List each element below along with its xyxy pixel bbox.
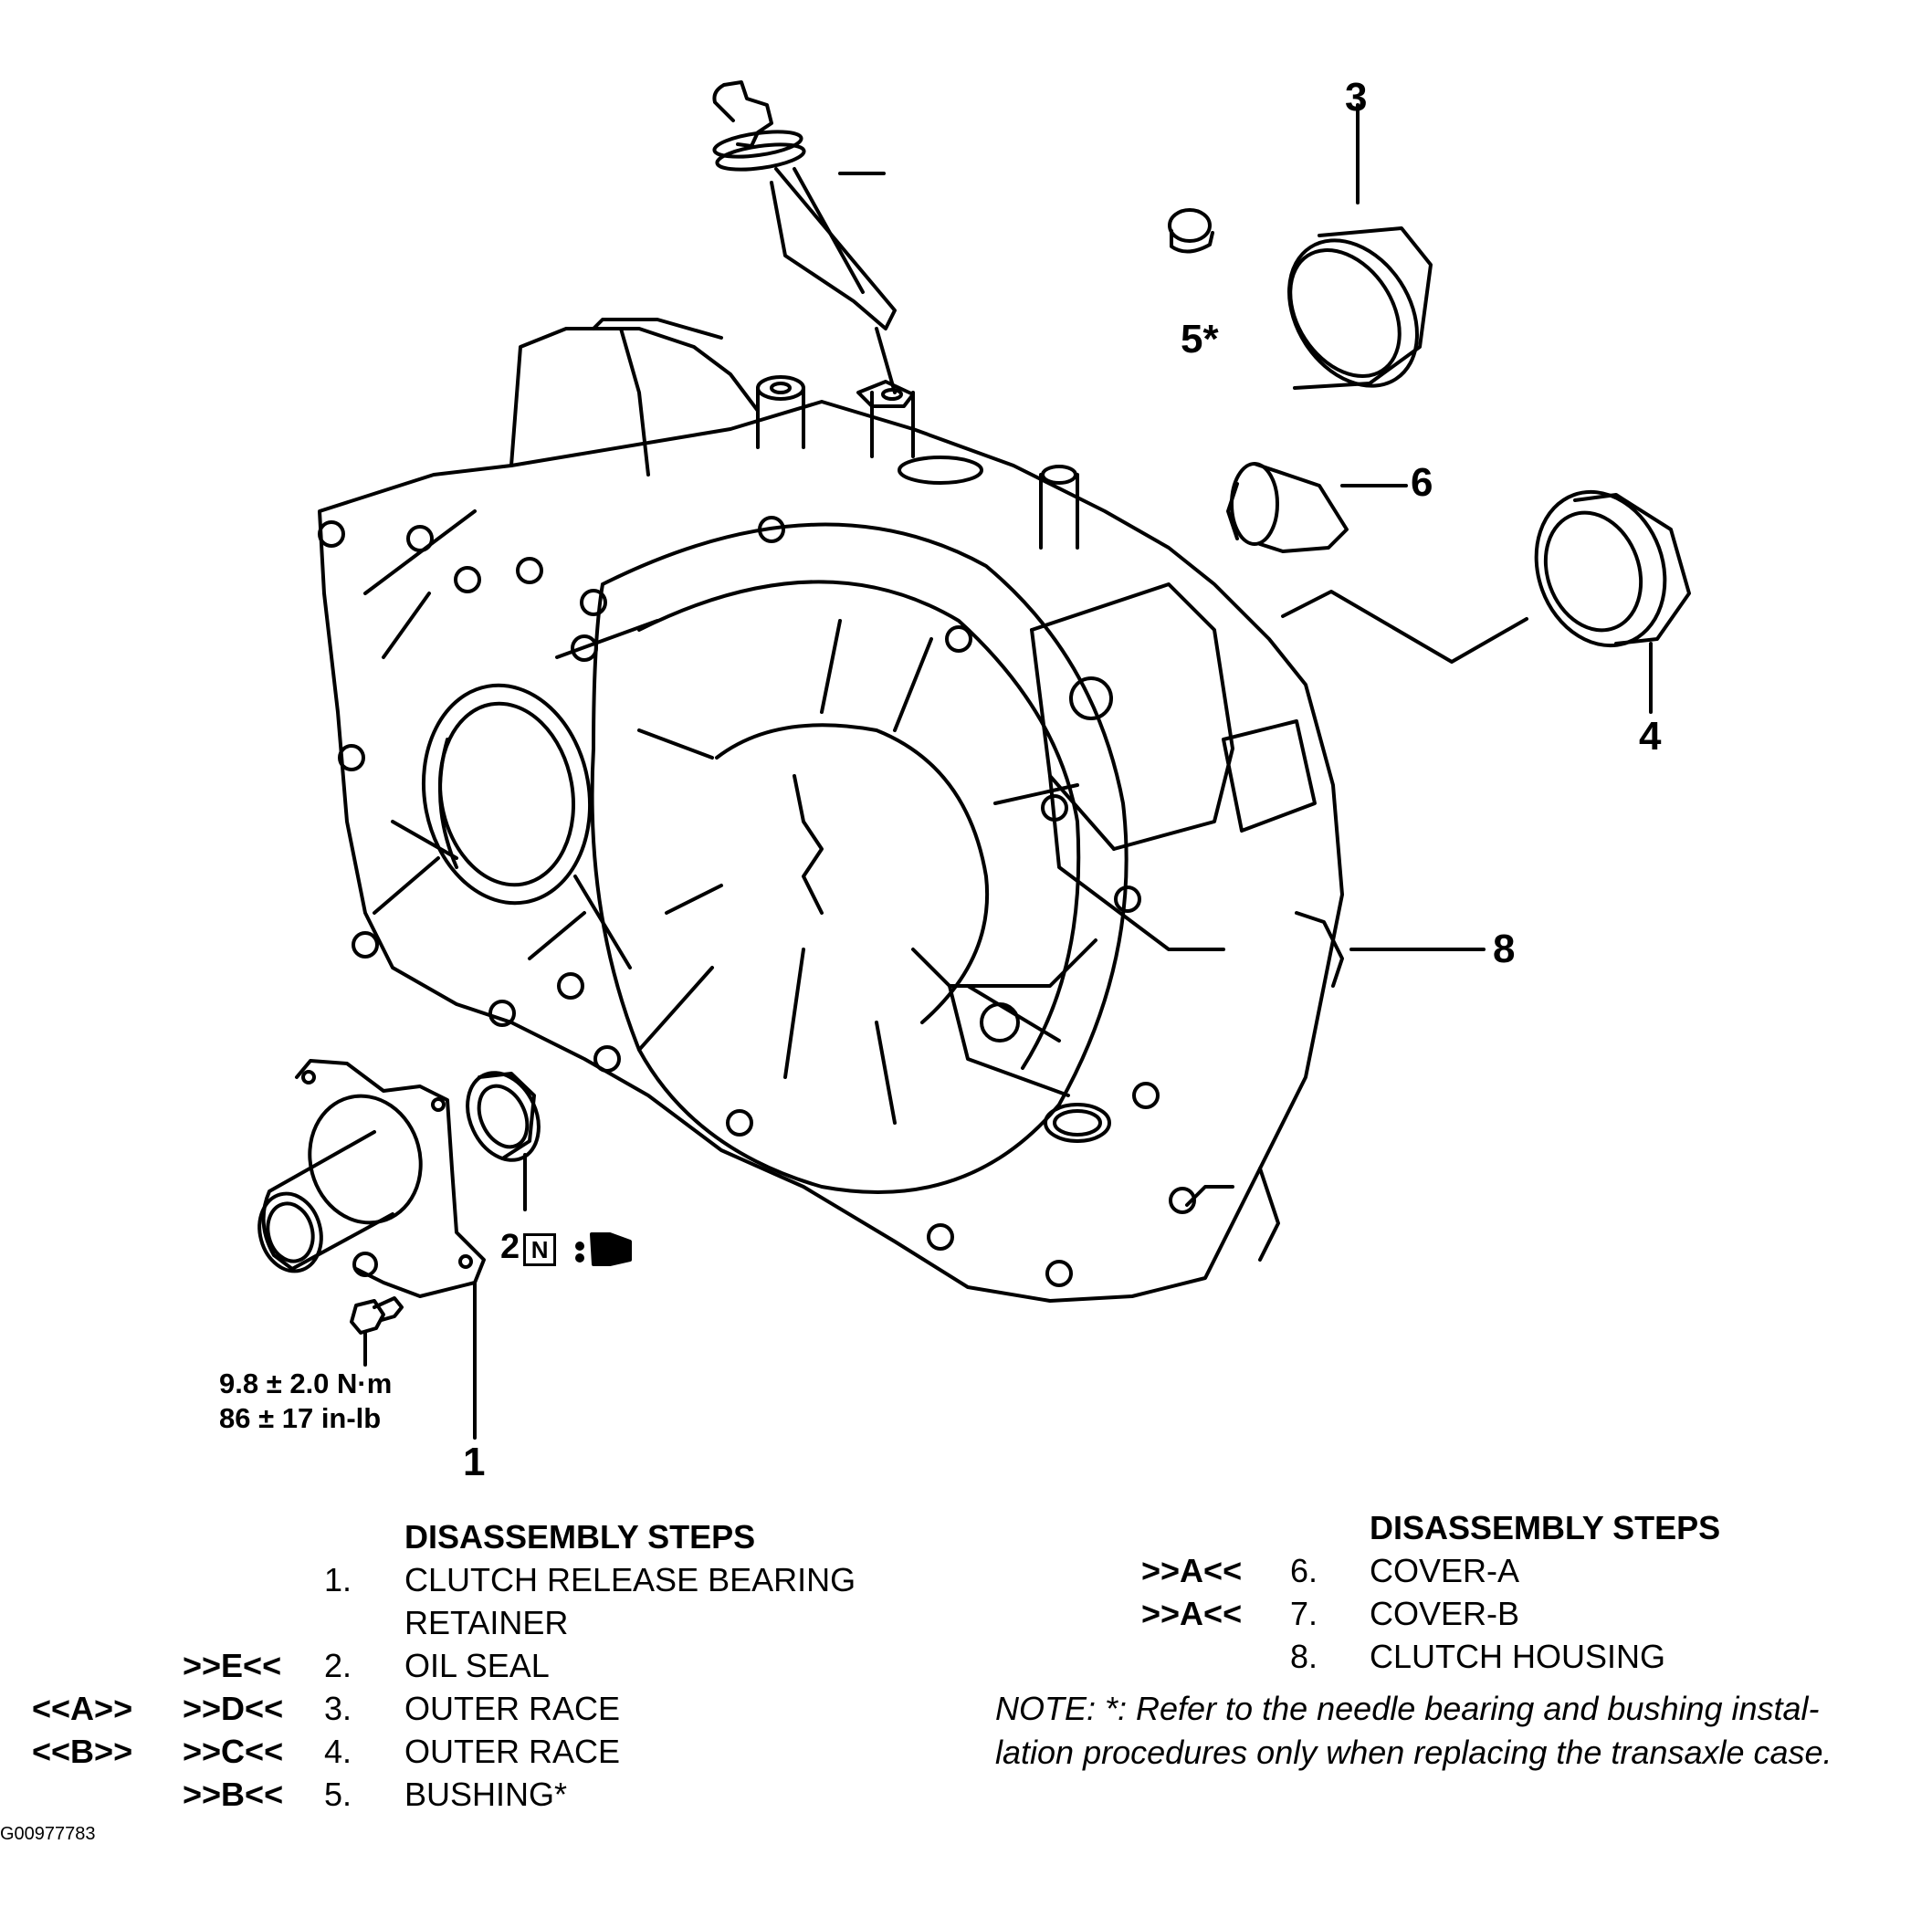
bearing-retainer <box>257 1059 486 1440</box>
callout-3: 3 <box>1345 75 1368 120</box>
note: NOTE: *: Refer to the needle bearing and… <box>995 1687 1832 1775</box>
torque-nm: 9.8 ± 2.0 N·m <box>219 1367 393 1399</box>
step-text: OUTER RACE <box>404 1733 621 1770</box>
step-row: >>E<< 2. OIL SEAL <box>0 1644 959 1687</box>
step-number: 1. <box>324 1561 352 1598</box>
step-text: OIL SEAL <box>404 1647 550 1684</box>
step-row: RETAINER <box>0 1601 959 1644</box>
step-number: 7. <box>1290 1595 1318 1632</box>
step-number: 5. <box>324 1776 352 1813</box>
step-code: >>C<< <box>183 1733 284 1770</box>
step-code: >>A<< <box>1141 1552 1243 1589</box>
oil-seal <box>466 1071 541 1211</box>
step-number: 2. <box>324 1647 352 1684</box>
left-steps-header: DISASSEMBLY STEPS <box>0 1515 959 1558</box>
right-steps: DISASSEMBLY STEPS >>A<< 6. COVER-A >>A<<… <box>1141 1506 1917 1678</box>
step-number: 4. <box>324 1733 352 1770</box>
step-text: OUTER RACE <box>404 1690 621 1727</box>
cover-a <box>1226 462 1408 553</box>
step-row: 8. CLUTCH HOUSING <box>1141 1635 1917 1678</box>
step-number: 6. <box>1290 1552 1318 1589</box>
step-code: >>D<< <box>183 1690 284 1727</box>
note-line-2: lation procedures only when replacing th… <box>995 1734 1832 1771</box>
step-code: >>A<< <box>1141 1595 1243 1632</box>
step-text: COVER-A <box>1370 1552 1520 1589</box>
grease-tube-icon <box>575 1232 632 1266</box>
bolt <box>350 1296 404 1367</box>
step-code: >>E<< <box>183 1647 282 1684</box>
right-steps-title: DISASSEMBLY STEPS <box>1370 1509 1721 1546</box>
breather-tube <box>712 80 897 394</box>
torque-spec: 9.8 ± 2.0 N·m 86 ± 17 in-lb <box>219 1367 392 1436</box>
torque-inlb: 86 ± 17 in-lb <box>219 1402 382 1434</box>
outer-race-3 <box>1287 103 1433 390</box>
step-row: 1. CLUTCH RELEASE BEARING <box>0 1558 959 1601</box>
outer-race-4 <box>1534 489 1691 714</box>
left-steps: DISASSEMBLY STEPS 1. CLUTCH RELEASE BEAR… <box>0 1515 959 1816</box>
step-code: >>B<< <box>183 1776 284 1813</box>
step-row: >>A<< 7. COVER-B <box>1141 1592 1917 1635</box>
callout-8: 8 <box>1493 927 1516 971</box>
step-row: <<A>> >>D<< 3. OUTER RACE <box>0 1687 959 1730</box>
step-left-code: <<A>> <box>32 1690 133 1727</box>
step-text: CLUTCH HOUSING <box>1370 1638 1666 1675</box>
step-row: >>A<< 6. COVER-A <box>1141 1549 1917 1592</box>
callout-2-number: 2 <box>500 1228 520 1266</box>
step-number: 3. <box>324 1690 352 1727</box>
right-steps-header: DISASSEMBLY STEPS <box>1141 1506 1917 1549</box>
clutch-housing <box>318 318 1344 1303</box>
note-line-1: NOTE: *: Refer to the needle bearing and… <box>995 1690 1820 1727</box>
callout-4: 4 <box>1639 714 1662 759</box>
step-text: RETAINER <box>404 1604 569 1641</box>
step-text: CLUTCH RELEASE BEARING <box>404 1561 856 1598</box>
step-row: <<B>> >>C<< 4. OUTER RACE <box>0 1730 959 1773</box>
step-text: BUSHING* <box>404 1776 568 1813</box>
callout-6: 6 <box>1411 460 1433 505</box>
step-row: >>B<< 5. BUSHING* <box>0 1773 959 1816</box>
step-left-code: <<B>> <box>32 1733 133 1770</box>
callout-5: 5* <box>1181 317 1219 361</box>
seal-symbol-box: N <box>523 1233 557 1266</box>
step-text: COVER-B <box>1370 1595 1520 1632</box>
step-number: 8. <box>1290 1638 1318 1675</box>
leader-7 <box>1281 590 1528 664</box>
left-steps-title: DISASSEMBLY STEPS <box>404 1518 756 1556</box>
figure-id: G00977783 <box>0 1824 96 1844</box>
callout-1: 1 <box>463 1440 486 1484</box>
bushing <box>1168 208 1214 254</box>
